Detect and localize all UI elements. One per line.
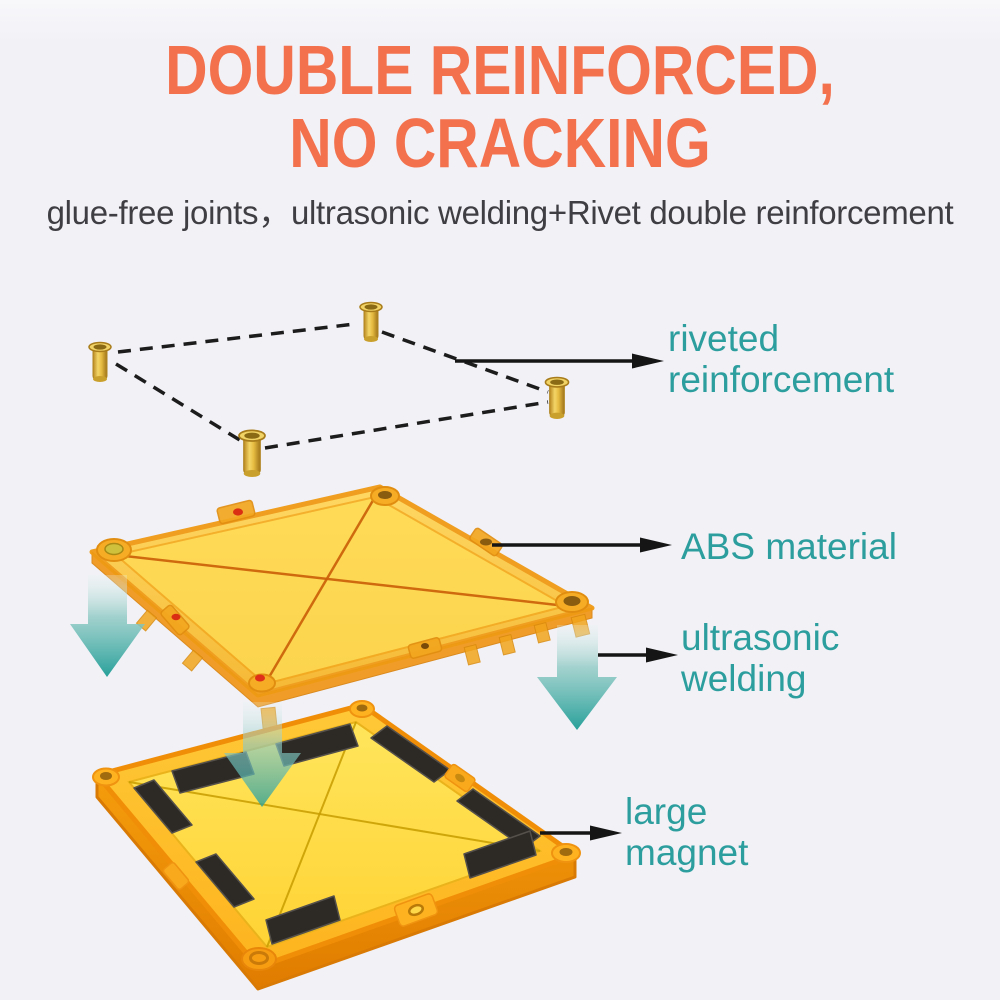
magnet-plate-illustration xyxy=(92,700,581,991)
callout-text-line: magnet xyxy=(625,832,749,873)
assembly-arrow-right xyxy=(537,625,617,730)
rivet-illustration xyxy=(359,301,383,343)
exploded-diagram xyxy=(70,301,678,991)
headline-line-2: NO CRACKING xyxy=(289,104,711,182)
callout-arrow-riveted xyxy=(455,353,664,369)
callout-text-line: reinforcement xyxy=(668,359,895,400)
assembly-arrow-left xyxy=(70,575,145,677)
rivet-illustration xyxy=(88,341,112,383)
callout-arrow-magnet xyxy=(540,825,622,841)
callout-text-line: welding xyxy=(681,658,807,699)
callout-text-line: ABS material xyxy=(681,526,897,567)
callout-ultrasonic-welding: ultrasonic welding xyxy=(681,617,839,699)
callout-arrow-ultrasonic xyxy=(598,647,678,663)
rivet-illustration xyxy=(544,376,570,420)
callout-text-line: large xyxy=(625,791,708,832)
assembly-arrow-center xyxy=(224,702,301,807)
rivet-alignment-dashed-outline xyxy=(115,322,549,450)
headline: DOUBLE REINFORCED, NO CRACKING xyxy=(80,34,920,180)
callout-large-magnet: large magnet xyxy=(625,791,748,873)
rivet-illustration xyxy=(238,429,266,478)
callout-riveted-reinforcement: riveted reinforcement xyxy=(668,318,894,400)
callout-text-line: ultrasonic xyxy=(681,617,840,658)
headline-line-1: DOUBLE REINFORCED, xyxy=(165,31,835,109)
callout-arrow-abs xyxy=(492,537,672,553)
callout-text-line: riveted xyxy=(668,318,780,359)
abs-plate-illustration xyxy=(89,484,595,730)
subheadline: glue-free joints，ultrasonic welding+Rive… xyxy=(46,194,954,231)
callout-abs-material: ABS material xyxy=(681,526,897,567)
